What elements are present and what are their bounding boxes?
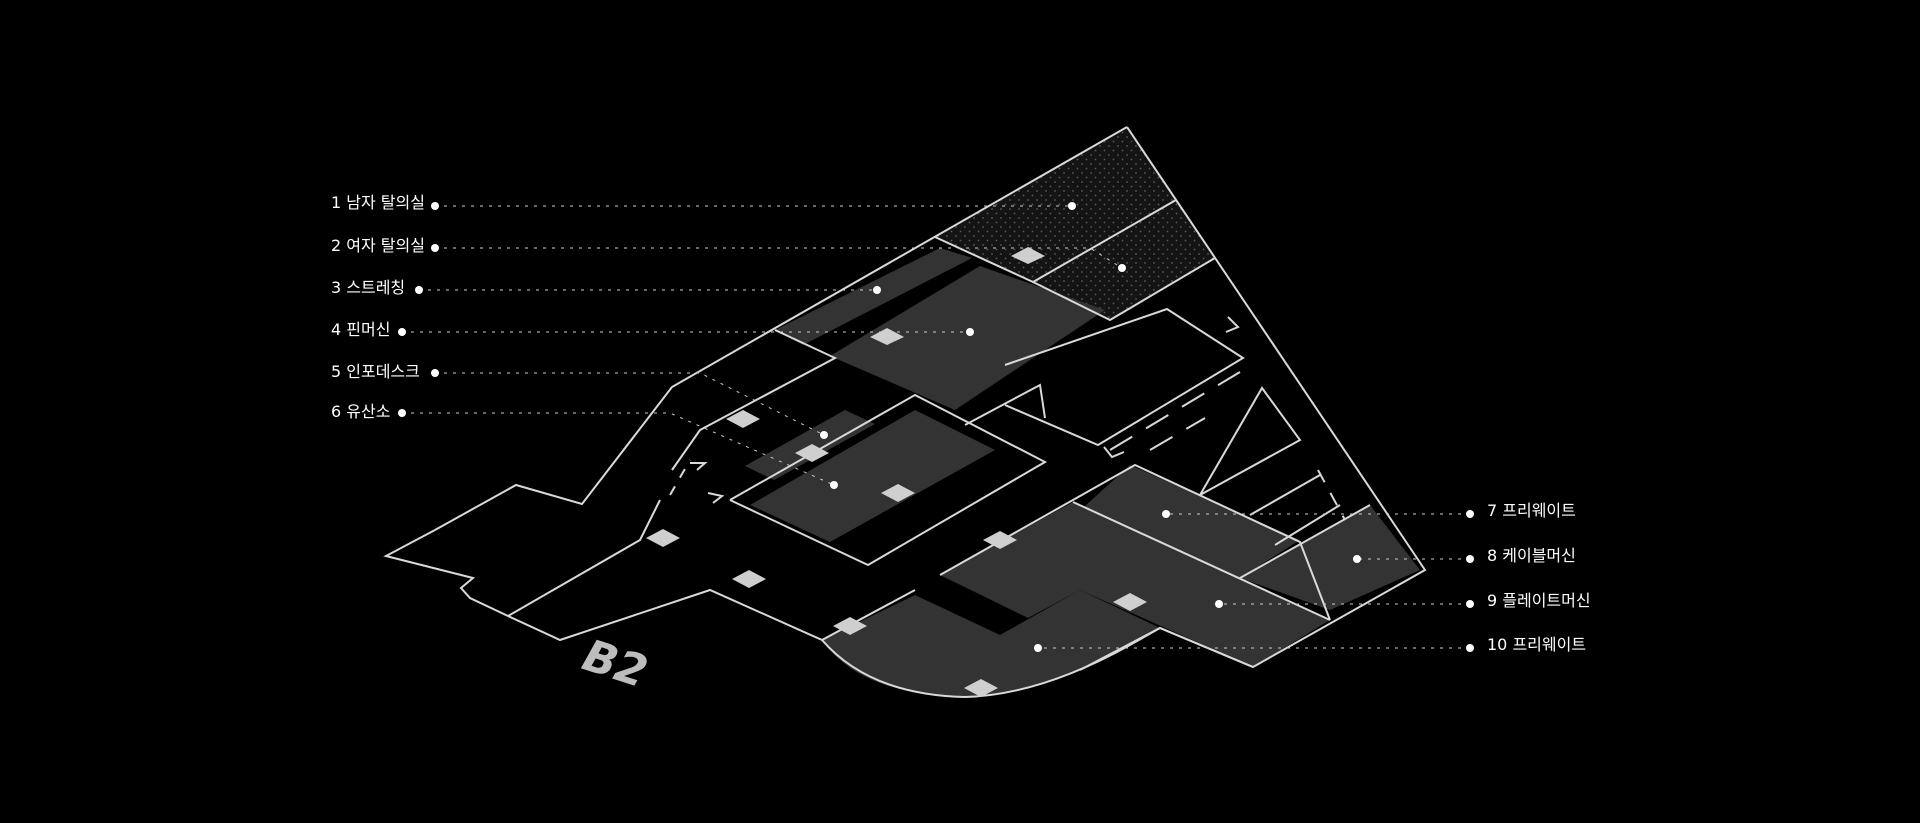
building-outline-west	[434, 126, 1128, 531]
dot-marker-icon	[415, 286, 423, 294]
arrow-icon-4	[707, 492, 725, 504]
dot-marker-icon	[1215, 600, 1223, 608]
wall-corridor-upper	[1004, 307, 1245, 447]
dot-marker-icon	[398, 328, 406, 336]
wall-zone-7-8	[1072, 501, 1331, 621]
zone-area-mens-locker	[935, 127, 1176, 282]
inner-wall-west	[507, 499, 661, 617]
dot-marker-icon	[1068, 202, 1076, 210]
zone-area-cable-machine	[1240, 505, 1420, 610]
zone-label-free-weight-7: 7 프리웨이트	[1487, 501, 1576, 520]
wall-zone-7-8b	[1239, 504, 1371, 579]
zone-label-mens-locker: 1 남자 탈의실	[331, 193, 425, 212]
marker-diamond-icon	[732, 570, 766, 588]
dot-marker-icon	[398, 409, 406, 417]
dot-marker-icon	[1162, 510, 1170, 518]
marker-diamond-icon	[646, 529, 680, 547]
zone-area-stretching	[775, 248, 972, 345]
zone-area-free-weight-10	[822, 590, 1160, 698]
zone-label-plate-machine: 9 플레이트머신	[1487, 591, 1591, 610]
marker-diamond-icon	[870, 328, 904, 345]
wall-south-entrance	[821, 589, 916, 641]
dot-marker-icon	[1466, 644, 1474, 652]
zone-area-pin-machine	[830, 266, 1105, 410]
floor-level-label: B2	[577, 630, 654, 698]
wall-corridor-mid	[964, 383, 1046, 426]
dot-marker-icon	[431, 244, 439, 252]
arrow-icon-3	[690, 462, 708, 471]
dot-marker-icon	[1034, 644, 1042, 652]
arrow-icon-2	[1103, 446, 1125, 459]
wall-east-rooms	[1199, 386, 1302, 496]
dot-marker-icon	[1466, 555, 1474, 563]
leader-line-zone-5	[435, 372, 825, 436]
walkway-dashes-4	[669, 459, 691, 496]
marker-diamond-icon	[833, 617, 867, 635]
leader-line-zone-2	[435, 247, 1123, 269]
marker-diamond-icon	[1011, 247, 1045, 264]
zone-area-free-weight-7	[1073, 465, 1300, 578]
zone-label-womens-locker: 2 여자 탈의실	[331, 236, 425, 255]
marker-diamond-icon	[983, 531, 1017, 549]
marker-diamond-icon	[964, 679, 998, 697]
marker-diamond-icon	[795, 444, 829, 462]
dot-marker-icon	[431, 202, 439, 210]
zone-label-cable-machine: 8 케이블머신	[1487, 546, 1576, 565]
zone-label-stretching: 3 스트레칭	[331, 278, 406, 297]
zone-area-info-desk	[745, 410, 875, 480]
equipment-markers	[646, 247, 1147, 697]
dot-marker-icon	[1353, 555, 1361, 563]
building-outline-curve	[383, 529, 1254, 699]
zone-label-pin-machine: 4 핀머신	[331, 320, 391, 339]
dot-marker-icon	[820, 431, 828, 439]
marker-diamond-icon	[1113, 593, 1147, 611]
dot-marker-icon	[966, 328, 974, 336]
leader-line-zone-6	[402, 412, 835, 486]
zone-label-info-desk: 5 인포데스크	[331, 362, 420, 381]
dot-marker-icon	[1118, 264, 1126, 272]
walkway-dashes	[1109, 371, 1241, 451]
wall-east-rooms-c	[1274, 504, 1341, 546]
marker-diamond-icon	[881, 484, 915, 502]
marker-diamond-icon	[726, 410, 760, 428]
wall-stretching	[671, 329, 838, 471]
walkway-dashes-3	[1317, 469, 1346, 521]
wall-locker-2	[1032, 257, 1216, 322]
zone-label-free-weight-10: 10 프리웨이트	[1487, 635, 1587, 654]
wall-cardio-block	[729, 393, 1048, 567]
dot-marker-icon	[431, 369, 439, 377]
dot-marker-icon	[873, 286, 881, 294]
wall-lower-block	[939, 463, 1331, 621]
zone-leader-lines	[398, 202, 1474, 652]
arrow-icon-1	[1225, 316, 1240, 333]
zone-area-womens-locker	[1033, 200, 1215, 320]
dot-marker-icon	[830, 481, 838, 489]
walkway-dashes-2	[1149, 417, 1206, 451]
wall-east-rooms-b	[1249, 474, 1321, 516]
dot-marker-icon	[1466, 600, 1474, 608]
zone-area-plate-machine	[940, 502, 1330, 667]
dot-marker-icon	[1466, 510, 1474, 518]
zone-label-cardio: 6 유산소	[331, 402, 391, 421]
zone-area-cardio	[750, 410, 995, 542]
